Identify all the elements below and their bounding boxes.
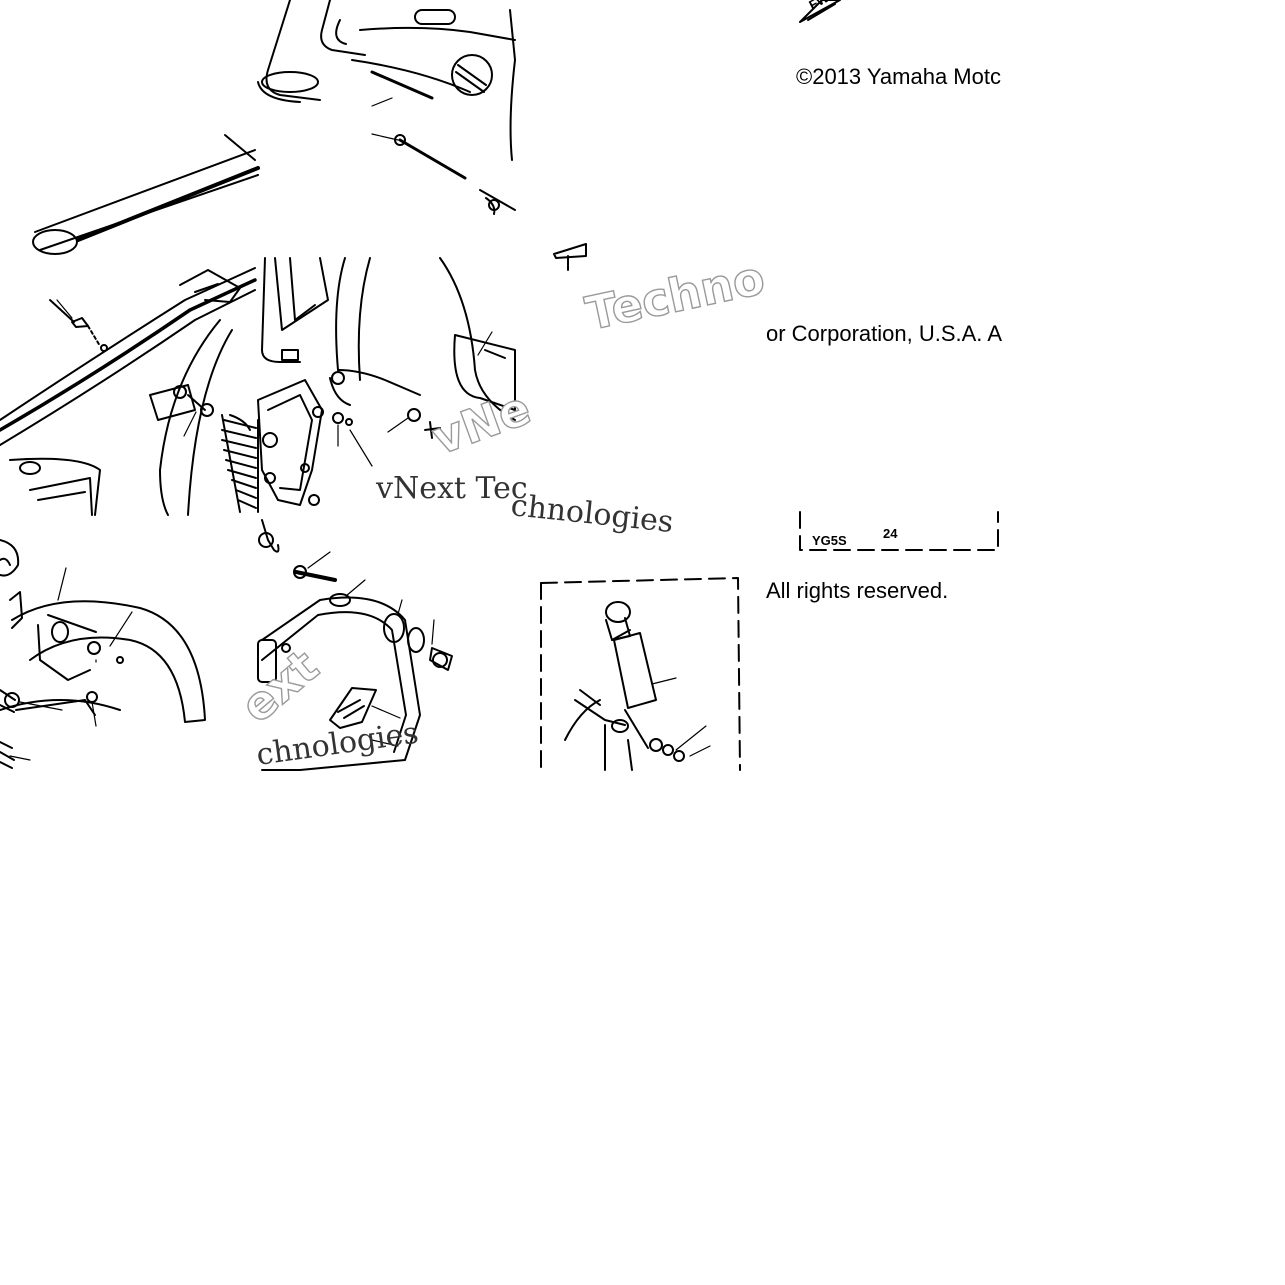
side-cover-drawing [257,519,453,771]
forward-arrow-icon [799,0,841,23]
watermark-chnologies-mid: chnologies [509,488,675,540]
top-tube-drawing [32,134,260,255]
model-part-number: 24 [883,526,898,541]
front-fender-drawing [0,539,206,769]
watermark-vnext: vNext Tec [375,471,528,506]
watermark-ext: ext [230,639,328,734]
model-variant-box [799,511,999,551]
model-code: YG5S [812,533,847,548]
watermark-layer: Techno vNext Tec chnologies ext chnologi… [230,250,770,773]
watermark-vne: vNe [425,380,537,465]
rear-shock-inset [540,577,741,771]
copyright-line-2: or Corporation, U.S.A. A [766,321,1002,346]
main-frame-drawing [0,267,259,516]
mudguard-drawing [257,257,516,506]
bracket-14-drawing [553,243,587,271]
watermark-chnologies-bottom: chnologies [254,716,420,773]
copyright-line-1: ©2013 Yamaha Motc [796,64,1001,89]
watermark-techno: Techno [581,250,769,340]
copyright-line-3: All rights reserved. [766,578,949,603]
frame-head-drawing [257,0,516,215]
leader-lines [9,97,711,761]
